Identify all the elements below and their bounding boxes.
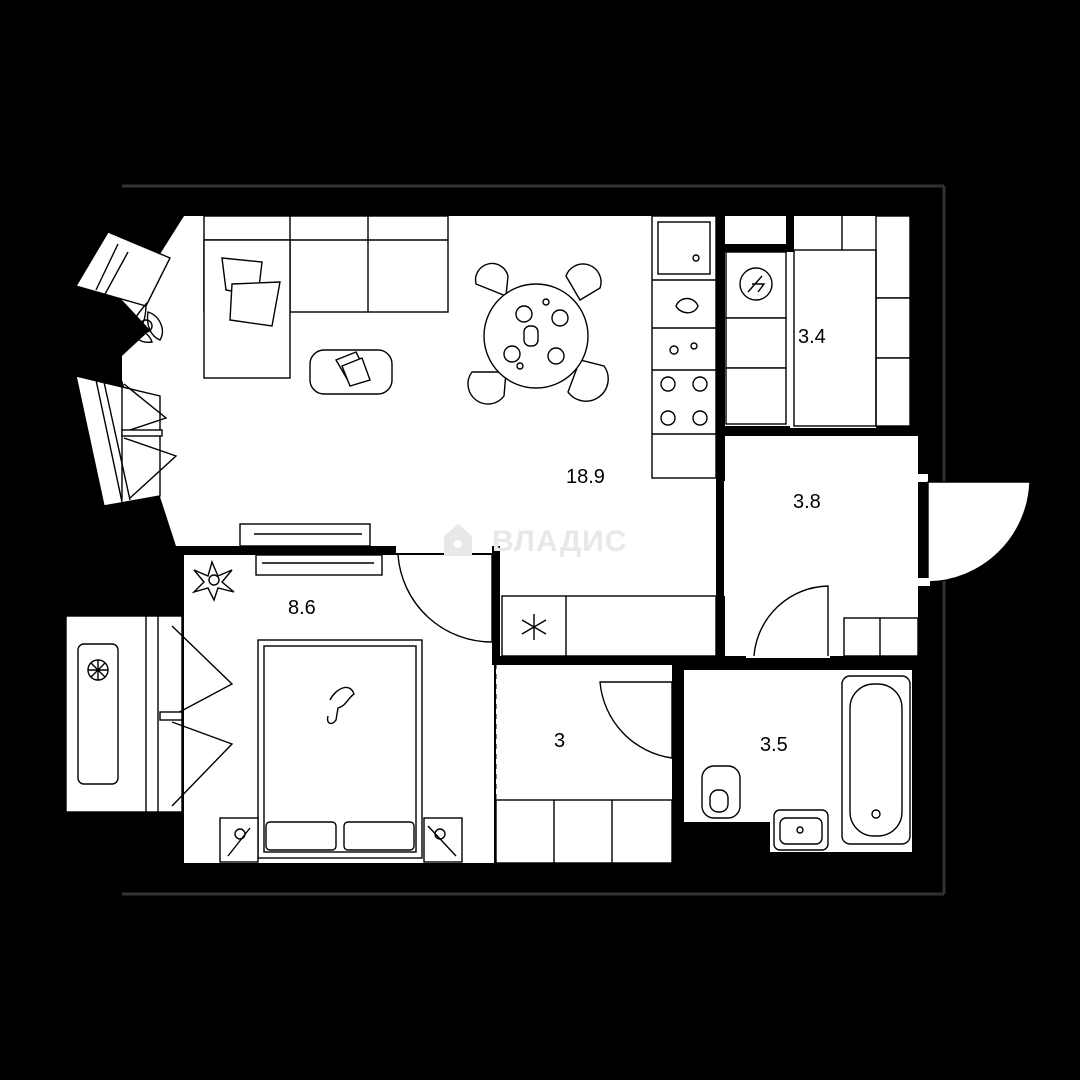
bed bbox=[219, 639, 463, 863]
left-bay-windows bbox=[56, 200, 184, 507]
room-area-labels: 18.9 8.6 3.4 3.8 3 3.5 bbox=[288, 326, 826, 756]
tv bbox=[239, 523, 383, 576]
bedroom-door bbox=[397, 554, 493, 643]
plant-icon bbox=[127, 302, 164, 343]
snowflake-icon bbox=[521, 614, 547, 640]
bedroom-area: 8.6 bbox=[288, 597, 316, 619]
corridor-area: 3 bbox=[554, 730, 565, 752]
watermark-text: ВЛАДИС bbox=[492, 525, 627, 558]
living-kitchen-area: 18.9 bbox=[566, 466, 605, 488]
flower-icon bbox=[191, 559, 235, 602]
alcove-wardrobe bbox=[501, 595, 717, 657]
bathroom-area: 3.5 bbox=[760, 734, 788, 756]
cushion-icon bbox=[221, 257, 281, 327]
corridor-fixtures bbox=[495, 664, 673, 864]
storage-area: 3.4 bbox=[798, 326, 826, 348]
bedroom-window bbox=[65, 615, 234, 813]
entrance-door bbox=[918, 474, 1031, 586]
coffee-table bbox=[309, 349, 393, 395]
kitchen-counter bbox=[651, 215, 717, 479]
hallway-area: 3.8 bbox=[793, 491, 821, 513]
storage-fixtures bbox=[725, 215, 911, 433]
hallway-fixtures bbox=[719, 484, 919, 657]
fan-icon bbox=[87, 659, 109, 681]
bathroom-fixtures bbox=[701, 675, 911, 851]
sofa bbox=[203, 215, 449, 379]
watermark: ВЛАДИС bbox=[444, 524, 627, 558]
cat-icon bbox=[326, 686, 355, 725]
dining-table bbox=[467, 262, 609, 405]
